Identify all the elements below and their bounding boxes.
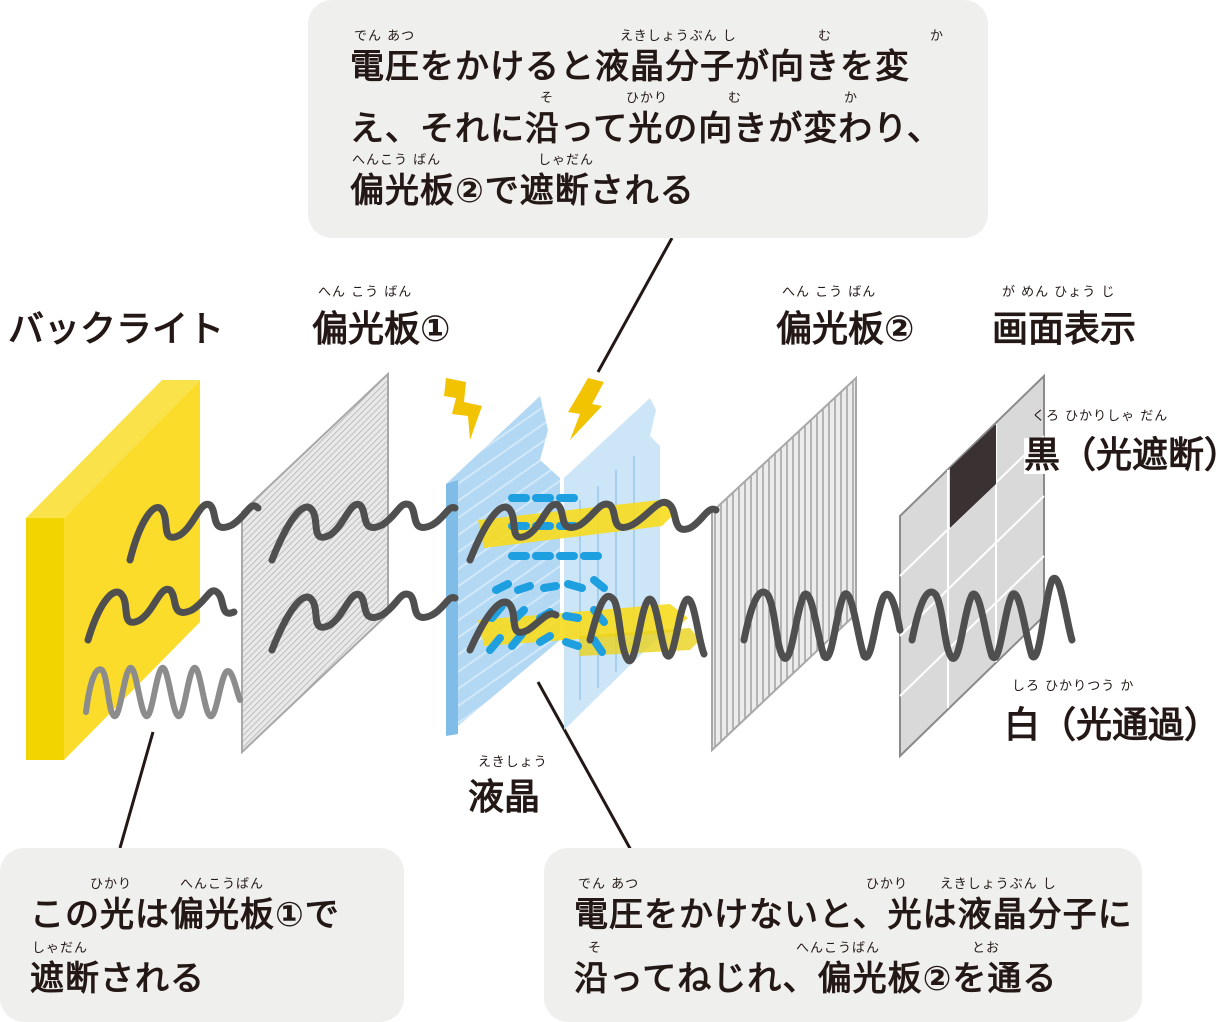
callout-top-line-3: 偏光板②で遮断される <box>350 171 695 211</box>
ruby-text: む <box>728 91 743 106</box>
screen-display-panel <box>899 373 1045 759</box>
ruby-text: か <box>930 29 945 44</box>
polarizer-1-panel <box>241 371 389 755</box>
ruby-text: ひかり <box>626 91 669 106</box>
lightning-icon <box>444 378 482 440</box>
callout-bottom-left-line-2: 遮断される <box>30 959 205 999</box>
callout-bottom-left-line-1: この光は偏光板①で <box>30 895 340 935</box>
ruby-text: ひかり <box>90 877 133 892</box>
ruby-text: でん あつ <box>578 877 640 892</box>
ruby-text: えきしょうぶん し <box>940 877 1057 892</box>
ruby-text: えきしょう <box>478 755 548 770</box>
ruby-text: へん こう ばん <box>782 285 877 300</box>
leader-line-bottom-left <box>118 731 155 849</box>
callout-top-line-2: え、それに沿って光の向きが変わり、 <box>350 109 942 149</box>
backlight-panel <box>26 380 200 760</box>
polarizer-2-panel <box>711 375 857 753</box>
ruby-text: しゃだん <box>32 941 89 956</box>
ruby-text: へんこう ばん <box>352 153 442 168</box>
ruby-text: そ <box>540 91 555 106</box>
ruby-text: む <box>818 29 833 44</box>
black-pixel <box>950 424 996 528</box>
callout-bottom-right-line-1: 電圧をかけないと、光は液晶分子に <box>574 895 1133 935</box>
light-waves <box>83 499 1076 720</box>
lightning-icon <box>568 378 604 440</box>
callout-bottom-right: でん あつ ひかり えきしょうぶん し 電圧をかけないと、光は液晶分子に そ へ… <box>544 848 1142 1022</box>
ruby-text: ひかり <box>866 877 909 892</box>
ruby-text: でん あつ <box>354 29 416 44</box>
callout-bottom-left: ひかり へんこうばん この光は偏光板①で しゃだん 遮断される <box>0 848 404 1022</box>
callout-bottom-right-line-2: 沿ってねじれ、偏光板②を通る <box>574 959 1058 999</box>
leader-line-bottom-right <box>536 681 634 853</box>
label-polarizer-1: 偏光板① <box>312 309 451 350</box>
ruby-text: へんこうばん <box>180 877 265 892</box>
callout-top-line-1: 電圧をかけると液晶分子が向きを変 <box>350 47 910 87</box>
ruby-text: しろ ひかりつう か <box>1012 679 1135 694</box>
leader-line-top <box>596 237 674 373</box>
ruby-text: か <box>844 91 859 106</box>
ruby-text: が めん ひょう じ <box>1002 285 1116 300</box>
label-polarizer-2: 偏光板② <box>776 309 915 350</box>
label-backlight: バックライト <box>8 309 225 350</box>
ruby-text: しゃだん <box>538 153 595 168</box>
ruby-text: そ <box>588 941 603 956</box>
liquid-crystal-cell <box>446 396 700 736</box>
ruby-text: へん こう ばん <box>318 285 413 300</box>
label-black: 黒（光遮断） <box>1024 438 1232 474</box>
callout-top: でん あつ えきしょうぶん し む か 電圧をかけると液晶分子が向きを変 そ ひ… <box>308 0 988 238</box>
label-liquid-crystal: 液晶 <box>468 777 541 818</box>
label-white: 白（光通過） <box>1004 705 1221 746</box>
ruby-text: くろ ひかりしゃ だん <box>1032 409 1169 424</box>
ruby-text: とお <box>972 941 1001 956</box>
ruby-text: へんこうばん <box>796 941 881 956</box>
label-screen-display: 画面表示 <box>992 309 1137 350</box>
ruby-text: えきしょうぶん し <box>620 29 737 44</box>
